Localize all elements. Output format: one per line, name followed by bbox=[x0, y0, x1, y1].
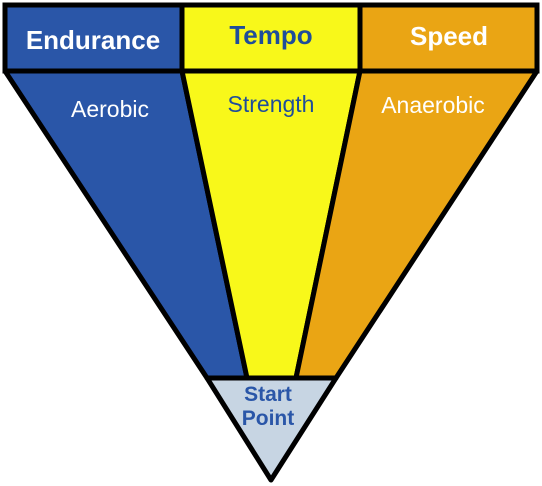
start-point-triangle bbox=[204, 375, 339, 483]
aerobic-label: Aerobic bbox=[71, 96, 149, 122]
start-label-line1: Start bbox=[244, 383, 292, 406]
anaerobic-label: Anaerobic bbox=[381, 92, 485, 118]
strength-label: Strength bbox=[228, 91, 315, 117]
start-label-line2: Point bbox=[242, 407, 295, 430]
tempo-label: Tempo bbox=[229, 20, 312, 50]
endurance-label: Endurance bbox=[26, 25, 160, 55]
speed-label: Speed bbox=[410, 21, 488, 51]
